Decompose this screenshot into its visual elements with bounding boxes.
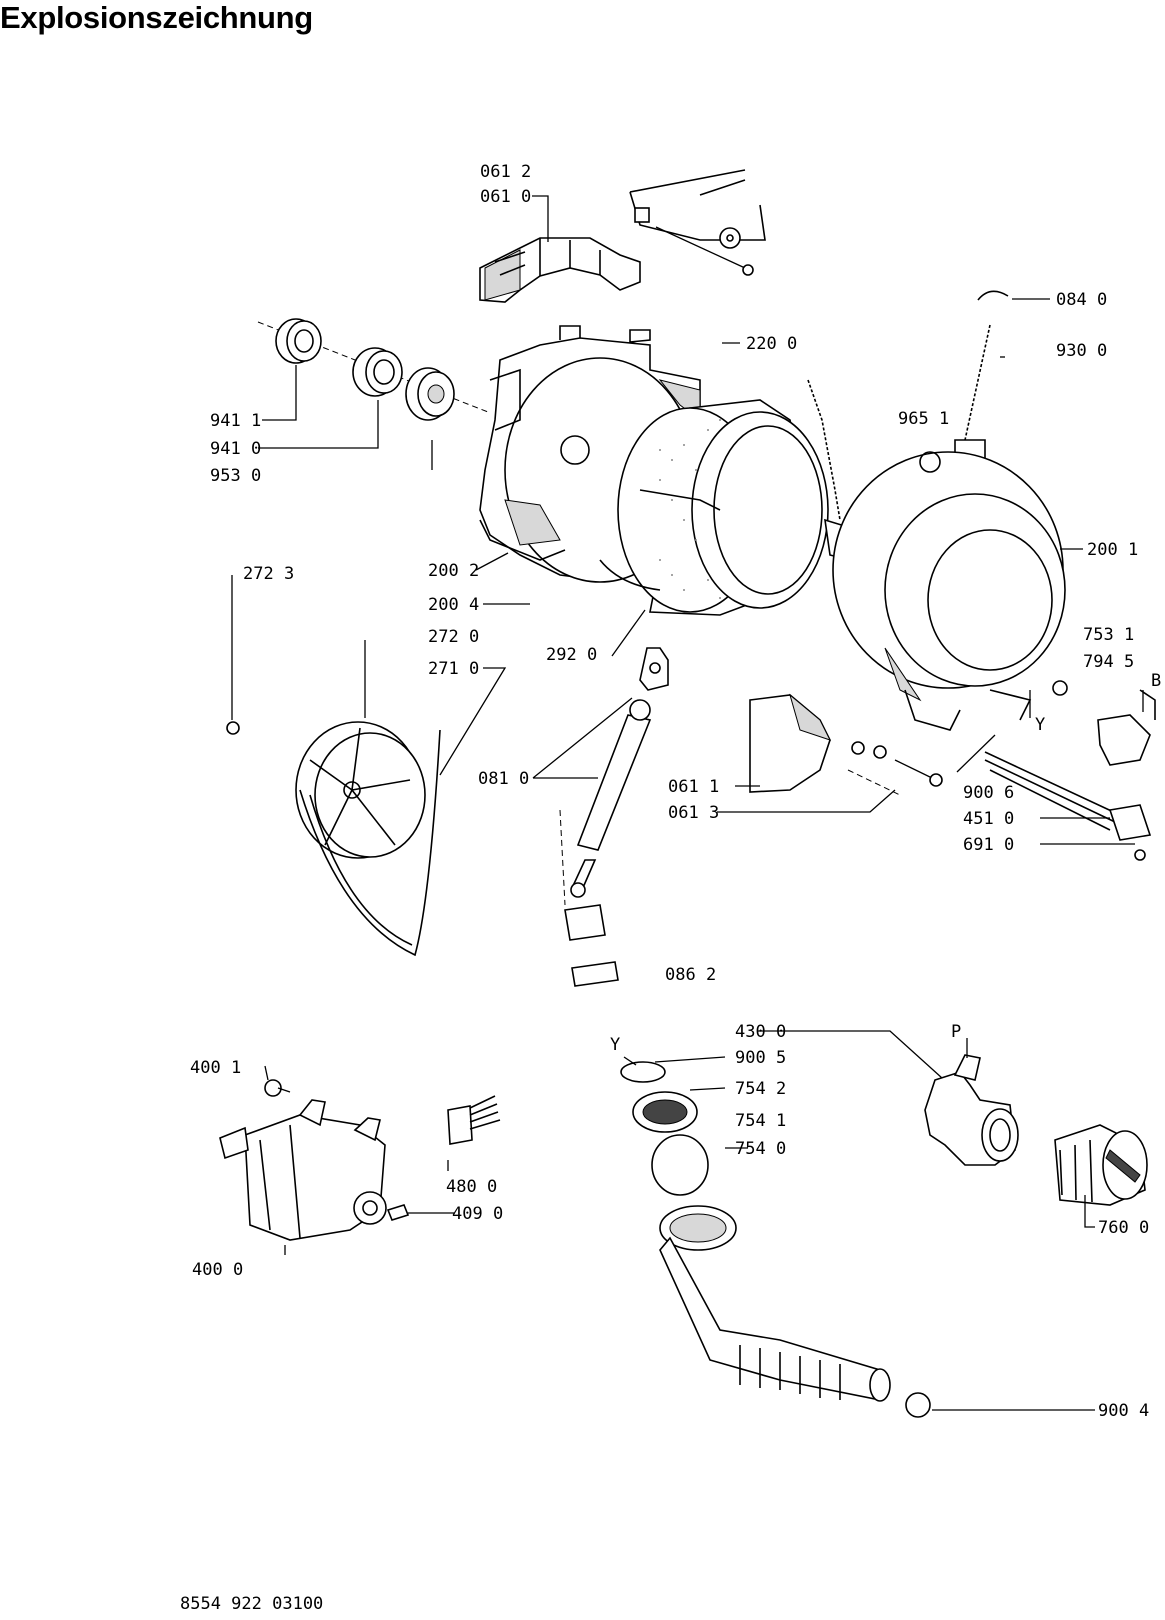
label-272-3: 272 3: [243, 564, 294, 584]
label-753-1: 753 1: [1083, 625, 1134, 645]
motor: [219, 1079, 410, 1241]
counterweight-front: [749, 693, 943, 796]
label-272-0: 272 0: [428, 627, 479, 647]
front-tub: [832, 451, 1068, 731]
label-900-4: 900 4: [1098, 1401, 1149, 1421]
label-200-2: 200 2: [428, 561, 479, 581]
label-y-bottom: Y: [610, 1035, 620, 1055]
label-061-3: 061 3: [668, 803, 719, 823]
label-941-0: 941 0: [210, 439, 261, 459]
drain-assembly: [620, 1061, 931, 1418]
label-220-0: 220 0: [746, 334, 797, 354]
label-409-0: 409 0: [452, 1204, 503, 1224]
drum: [599, 399, 829, 616]
label-794-5: 794 5: [1083, 652, 1134, 672]
pump: [924, 1054, 1019, 1166]
filter: [1054, 1124, 1148, 1206]
label-754-1: 754 1: [735, 1111, 786, 1131]
label-081-0: 081 0: [478, 769, 529, 789]
label-086-2: 086 2: [665, 965, 716, 985]
label-061-1: 061 1: [668, 777, 719, 797]
label-271-0: 271 0: [428, 659, 479, 679]
label-480-0: 480 0: [446, 1177, 497, 1197]
label-084-0: 084 0: [1056, 290, 1107, 310]
heater: [984, 689, 1156, 861]
label-400-1: 400 1: [190, 1058, 241, 1078]
label-430-0: 430 0: [735, 1022, 786, 1042]
label-292-0: 292 0: [546, 645, 597, 665]
connector-480: [447, 1095, 501, 1145]
label-691-0: 691 0: [963, 835, 1014, 855]
label-451-0: 451 0: [963, 809, 1014, 829]
label-061-2: 061 2: [480, 162, 531, 182]
label-200-4: 200 4: [428, 595, 479, 615]
counterweight-top: [479, 237, 641, 303]
label-061-0: 061 0: [480, 187, 531, 207]
label-900-6: 900 6: [963, 783, 1014, 803]
label-965-1: 965 1: [898, 409, 949, 429]
shock-absorber: [559, 647, 669, 987]
label-900-5: 900 5: [735, 1048, 786, 1068]
label-760-0: 760 0: [1098, 1218, 1149, 1238]
counterweight-bolt: [629, 169, 766, 276]
label-930-0: 930 0: [1056, 341, 1107, 361]
bearings: [257, 318, 489, 421]
label-754-2: 754 2: [735, 1079, 786, 1099]
label-y-top: Y: [1035, 715, 1045, 735]
label-941-1: 941 1: [210, 411, 261, 431]
leader-lines: [231, 195, 1144, 1411]
label-p: P: [951, 1022, 961, 1042]
pulley-belt: [226, 721, 441, 957]
label-754-0: 754 0: [735, 1139, 786, 1159]
document-number: 8554 922 03100: [180, 1594, 324, 1614]
page-title: Explosionszeichnung: [0, 0, 313, 35]
label-400-0: 400 0: [192, 1260, 243, 1280]
part-labels: 061 2 061 0 084 0 220 0 930 0 965 1 941 …: [190, 162, 1161, 1421]
label-200-1: 200 1: [1087, 540, 1138, 560]
label-b: B: [1151, 671, 1161, 691]
label-953-0: 953 0: [210, 466, 261, 486]
